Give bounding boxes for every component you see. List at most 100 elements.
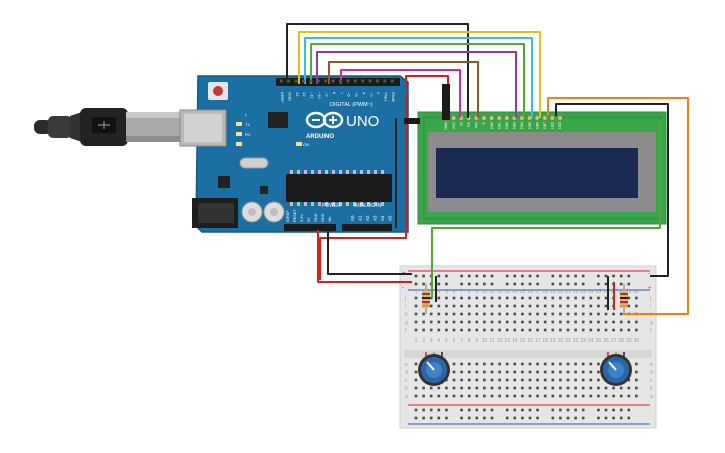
rail-hole — [460, 274, 463, 278]
breadboard-hole — [498, 386, 501, 390]
row-letter: g — [650, 320, 653, 326]
rail-hole — [505, 408, 509, 412]
breadboard-hole — [483, 312, 486, 316]
rail-hole — [505, 282, 509, 286]
column-number: 10 — [482, 338, 488, 344]
breadboard-hole — [559, 312, 562, 316]
breadboard-hole — [437, 296, 441, 300]
breadboard-hole — [475, 304, 479, 308]
breadboard-hole — [467, 386, 471, 390]
breadboard-hole — [467, 312, 471, 316]
rail-hole — [437, 282, 441, 286]
breadboard-hole — [551, 370, 555, 374]
header-pin — [376, 79, 379, 83]
breadboard-hole — [589, 328, 593, 332]
breadboard-hole — [543, 328, 547, 332]
power-label: POWER — [322, 203, 341, 209]
rail-hole — [437, 408, 441, 412]
lcd-pin-label: DB5 — [528, 122, 532, 129]
breadboard-hole — [414, 320, 418, 324]
column-number: 25 — [596, 289, 602, 295]
breadboard-hole — [422, 320, 425, 324]
breadboard-hole — [452, 378, 456, 382]
breadboard-hole — [505, 362, 509, 366]
column-number: 29 — [626, 289, 632, 295]
breadboard-hole — [513, 312, 517, 316]
breadboard-hole — [536, 296, 539, 300]
wire-cyan — [304, 37, 533, 118]
breadboard-hole — [437, 394, 441, 398]
breadboard-hole — [589, 362, 593, 366]
potentiometer-left[interactable] — [418, 352, 450, 386]
breadboard-hole — [528, 386, 532, 390]
breadboard-hole — [414, 394, 418, 398]
breadboard-hole — [521, 312, 524, 316]
column-number: 15 — [520, 289, 526, 295]
breadboard-hole — [559, 394, 562, 398]
breadboard-hole — [528, 320, 532, 324]
column-number: 13 — [504, 338, 510, 344]
rail-hole — [490, 282, 494, 286]
wire-black-top — [286, 23, 469, 118]
rail-hole — [536, 408, 539, 412]
breadboard-hole — [597, 328, 600, 332]
column-number: 30 — [634, 338, 640, 344]
analog-pin-label: A3 — [373, 215, 378, 221]
rail-hole — [528, 408, 532, 412]
breadboard-hole — [551, 296, 555, 300]
lcd-pin-label: V0 — [459, 122, 463, 126]
column-number: 20 — [558, 338, 564, 344]
column-number: 13 — [504, 289, 510, 295]
breadboard-hole — [635, 304, 638, 308]
rail-minus-right: - — [648, 271, 650, 277]
breadboard-hole — [559, 320, 562, 324]
breadboard-hole — [635, 378, 638, 382]
breadboard-hole — [536, 378, 539, 382]
column-number: 1 — [415, 289, 418, 295]
column-number: 1 — [415, 338, 418, 344]
breadboard-hole — [521, 362, 524, 366]
column-number: 24 — [588, 338, 594, 344]
digital-label: DIGITAL (PWM~) — [330, 102, 373, 108]
rail-hole — [467, 282, 471, 286]
breadboard-hole — [589, 320, 593, 324]
breadboard-hole — [467, 296, 471, 300]
breadboard-hole — [429, 312, 433, 316]
column-number: 19 — [550, 289, 556, 295]
arduino-logo — [305, 111, 344, 129]
breadboard-hole — [429, 328, 433, 332]
breadboard-hole — [528, 328, 532, 332]
breadboard-hole — [483, 320, 486, 324]
rail-hole — [475, 416, 479, 420]
header-pin — [346, 79, 350, 83]
breadboard-hole — [452, 394, 456, 398]
breadboard-hole — [452, 386, 456, 390]
arduino-pin-label: TX▸1 — [384, 92, 389, 102]
breadboard-hole — [467, 320, 471, 324]
breadboard-hole — [574, 312, 577, 316]
breadboard-hole — [619, 394, 623, 398]
resistor-left — [422, 284, 430, 314]
potentiometer-right[interactable] — [600, 352, 632, 386]
rail-hole — [521, 274, 524, 278]
breadboard-hole — [483, 378, 486, 382]
rail-hole — [604, 274, 608, 278]
rail-hole — [536, 274, 539, 278]
rail-hole — [513, 282, 517, 286]
column-number: 16 — [527, 289, 533, 295]
breadboard-hole — [513, 320, 517, 324]
rail-hole — [566, 282, 570, 286]
breadboard-hole — [490, 394, 494, 398]
breadboard-hole — [635, 328, 638, 332]
breadboard-hole — [551, 362, 555, 366]
breadboard-hole — [460, 362, 463, 366]
wire-black-lcd-gnd — [555, 103, 669, 277]
breadboard-hole — [460, 304, 463, 308]
breadboard-hole — [422, 386, 425, 390]
rail-hole — [597, 282, 600, 286]
breadboard-hole — [597, 362, 600, 366]
